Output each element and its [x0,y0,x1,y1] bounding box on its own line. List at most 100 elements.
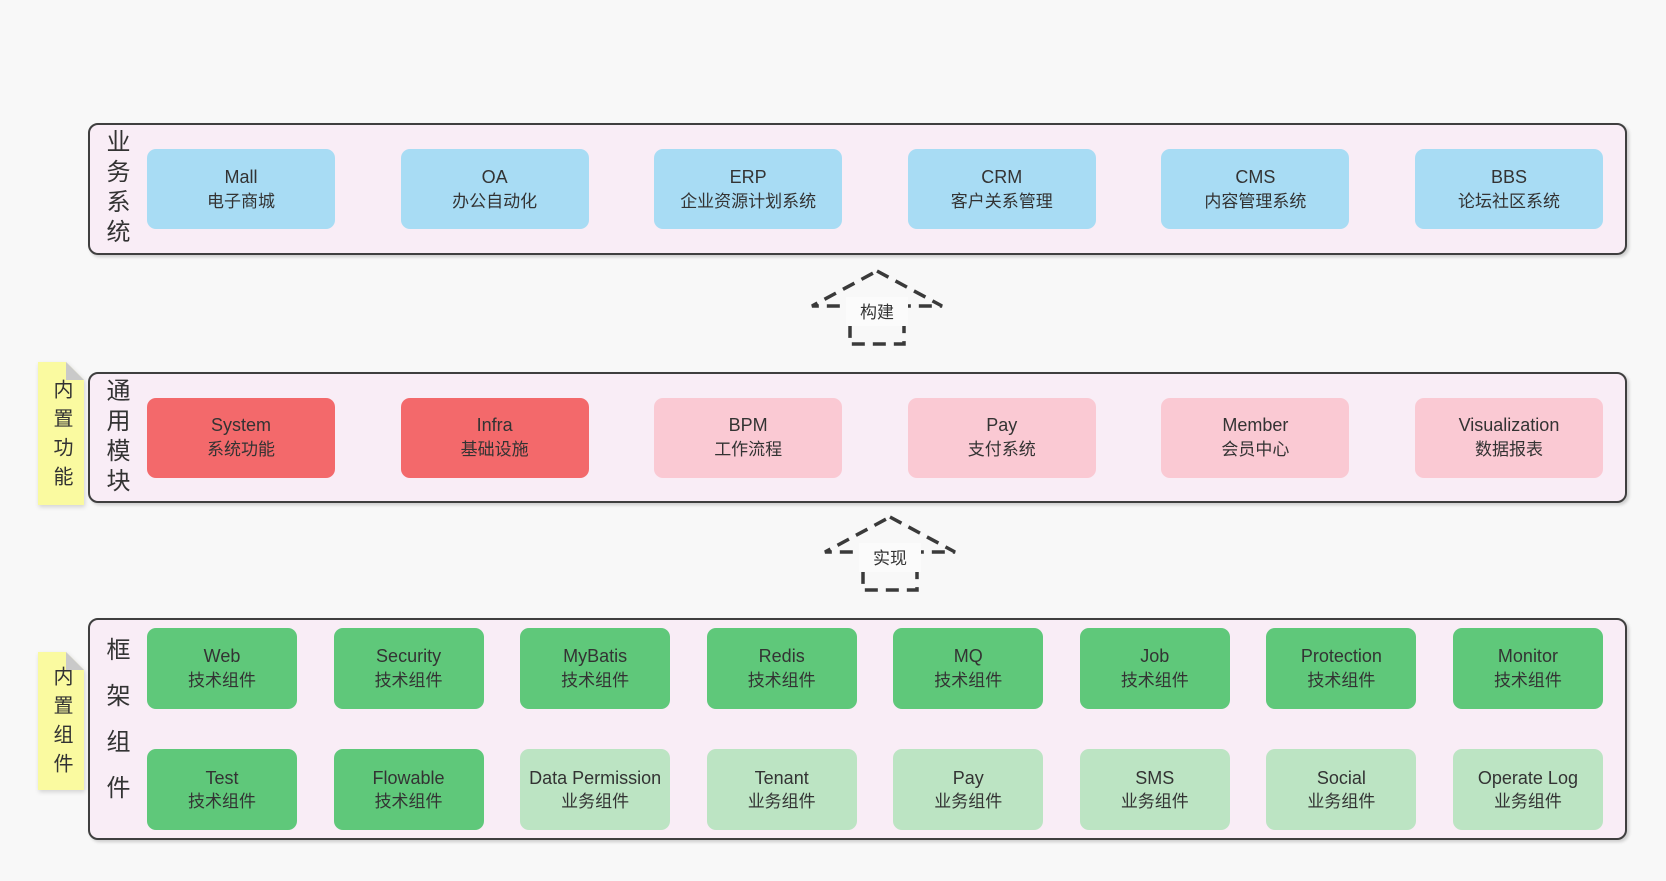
node-member: Member 会员中心 [1161,397,1350,478]
node-subtitle: 业务组件 [1493,792,1562,812]
node-title: Mall [224,166,258,187]
node-sms: SMS 业务组件 [1079,749,1230,831]
node-pay-component: Pay 业务组件 [893,749,1044,831]
node-subtitle: 技术组件 [188,670,256,690]
node-subtitle: 业务组件 [1120,792,1189,812]
components-row-2: Test 技术组件 Flowable 技术组件 Data Permission … [127,742,1625,839]
node-subtitle: 数据报表 [1474,440,1543,460]
node-subtitle: 基础设施 [460,440,529,460]
node-system: System 系统功能 [147,397,335,478]
up-arrow-icon: 实现 [824,515,956,592]
node-title: Operate Log [1477,767,1578,788]
node-data-permission: Data Permission 业务组件 [520,749,671,831]
node-subtitle: 技术组件 [374,792,443,812]
node-title: CRM [981,166,1023,187]
node-test: Test 技术组件 [147,749,297,831]
components-row-1: Web 技术组件 Security 技术组件 MyBatis 技术组件 Redi… [127,620,1625,717]
node-subtitle: 业务组件 [747,792,816,812]
node-tenant: Tenant 业务组件 [706,749,857,831]
sticky-label: 内置组件 [50,666,72,782]
node-title: System [210,415,271,436]
node-title: Data Permission [529,767,662,788]
node-subtitle: 办公自动化 [452,191,538,211]
node-title: Infra [476,415,513,436]
arrow-build: 构建 [802,268,952,348]
up-arrow-icon: 构建 [811,269,943,346]
node-cms: CMS 内容管理系统 [1161,149,1350,229]
node-protection: Protection 技术组件 [1266,627,1417,709]
node-title: Test [205,767,239,788]
node-title: ERP [729,166,767,187]
sticky-built-in-features: 内置功能 [38,362,84,505]
node-subtitle: 客户关系管理 [950,191,1053,211]
node-subtitle: 系统功能 [207,440,275,460]
node-subtitle: 技术组件 [1307,670,1376,690]
node-subtitle: 技术组件 [561,670,630,690]
node-subtitle: 论坛社区系统 [1457,191,1560,211]
node-title: Protection [1300,646,1382,667]
node-subtitle: 电子商城 [207,191,275,211]
node-subtitle: 业务组件 [1307,792,1376,812]
node-infra: Infra 基础设施 [400,397,589,478]
band-components-label: 框架组件 [102,637,129,821]
node-job: Job 技术组件 [1079,627,1230,709]
node-title: Monitor [1497,646,1558,667]
node-social: Social 业务组件 [1266,749,1417,831]
node-operate-log: Operate Log 业务组件 [1452,749,1603,831]
node-oa: OA 办公自动化 [400,149,589,229]
arrow-build-label: 构建 [860,303,894,322]
node-title: BPM [728,415,768,436]
node-subtitle: 企业资源计划系统 [680,191,817,211]
sticky-note-icon [38,652,84,790]
sticky-built-in-components: 内置组件 [38,652,84,790]
node-mall: Mall 电子商城 [147,149,335,229]
node-flowable: Flowable 技术组件 [333,749,484,831]
node-title: OA [481,166,508,187]
node-title: Job [1140,646,1170,667]
arrow-implement-label: 实现 [873,549,907,568]
node-title: Web [203,646,241,667]
node-redis: Redis 技术组件 [706,627,857,709]
node-title: Member [1222,415,1289,436]
node-subtitle: 会员中心 [1221,440,1290,460]
node-subtitle: 业务组件 [934,792,1003,812]
node-subtitle: 技术组件 [1120,670,1189,690]
node-crm: CRM 客户关系管理 [907,149,1096,229]
band-modules-label: 通用模块 [102,377,129,498]
node-erp: ERP 企业资源计划系统 [654,149,843,229]
node-pay-module: Pay 支付系统 [907,397,1096,478]
node-title: BBS [1490,166,1527,187]
band-framework-components: 框架组件 Web 技术组件 Security 技术组件 MyBatis 技术组件… [88,618,1627,840]
node-title: Pay [952,767,984,788]
node-subtitle: 支付系统 [967,440,1036,460]
sticky-note-icon [38,362,84,505]
node-title: MQ [953,646,983,667]
node-subtitle: 工作流程 [714,440,783,460]
node-security: Security 技术组件 [333,627,484,709]
components-rows: Web 技术组件 Security 技术组件 MyBatis 技术组件 Redi… [127,620,1625,838]
node-title: Pay [986,415,1018,436]
node-title: Flowable [372,767,445,788]
node-title: CMS [1235,166,1276,187]
node-subtitle: 技术组件 [747,670,816,690]
node-subtitle: 业务组件 [561,792,630,812]
sticky-label: 内置功能 [50,378,72,495]
node-title: Redis [758,646,805,667]
node-title: MyBatis [563,646,628,667]
node-subtitle: 内容管理系统 [1204,191,1307,211]
band-business-systems: 业务系统 Mall 电子商城 OA 办公自动化 ERP 企业资源计划系统 CRM… [88,123,1627,255]
node-title: Visualization [1458,415,1560,436]
node-mq: MQ 技术组件 [893,627,1044,709]
band-business-label: 业务系统 [102,129,129,249]
band-common-modules: 通用模块 System 系统功能 Infra 基础设施 BPM 工作流程 Pay… [88,372,1627,503]
node-web: Web 技术组件 [147,627,297,709]
node-title: Social [1316,767,1366,788]
node-bpm: BPM 工作流程 [654,397,843,478]
node-visualization: Visualization 数据报表 [1414,397,1603,478]
node-mybatis: MyBatis 技术组件 [520,627,671,709]
node-monitor: Monitor 技术组件 [1452,627,1603,709]
node-title: SMS [1135,767,1175,788]
node-bbs: BBS 论坛社区系统 [1414,149,1603,229]
node-title: Tenant [754,767,809,788]
